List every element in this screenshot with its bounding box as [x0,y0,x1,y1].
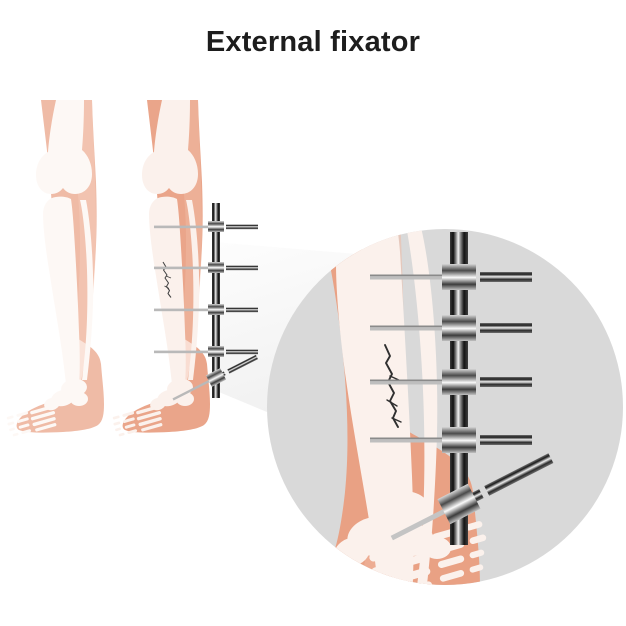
magnified-fracture-line [384,344,399,428]
left-femur-bone [36,100,92,194]
magnified-clamp-3 [442,369,476,395]
magnified-leg [267,229,487,585]
fixator-connecting-rod [212,203,220,398]
clamp-3 [208,304,224,315]
unaffected-leg [6,100,105,437]
right-fibula-bone [186,200,200,380]
external-fixator-device [154,203,258,401]
left-fibula-bone [80,200,94,380]
right-tibia-bone [149,196,186,384]
magnified-clamp-2 [442,315,476,341]
clamp-1 [208,221,224,232]
left-foot-skeleton [6,378,88,437]
clamp-4 [208,346,224,357]
page-title: External fixator [205,26,421,58]
magnified-detail-view [267,229,623,585]
right-femur-bone [142,100,198,194]
clamp-oblique [205,368,227,387]
clamp-2 [208,262,224,273]
fixated-leg [112,100,210,437]
right-foot-skeleton [112,378,194,437]
magnified-clamp-4 [442,427,476,453]
left-tibia-bone [43,196,80,384]
magnified-clamp-oblique [437,483,481,525]
tibia-fracture-line-branch [164,275,172,289]
magnified-fixator-clamps [437,264,481,525]
magnified-clamp-1 [442,264,476,290]
fixator-clamps [205,221,227,387]
